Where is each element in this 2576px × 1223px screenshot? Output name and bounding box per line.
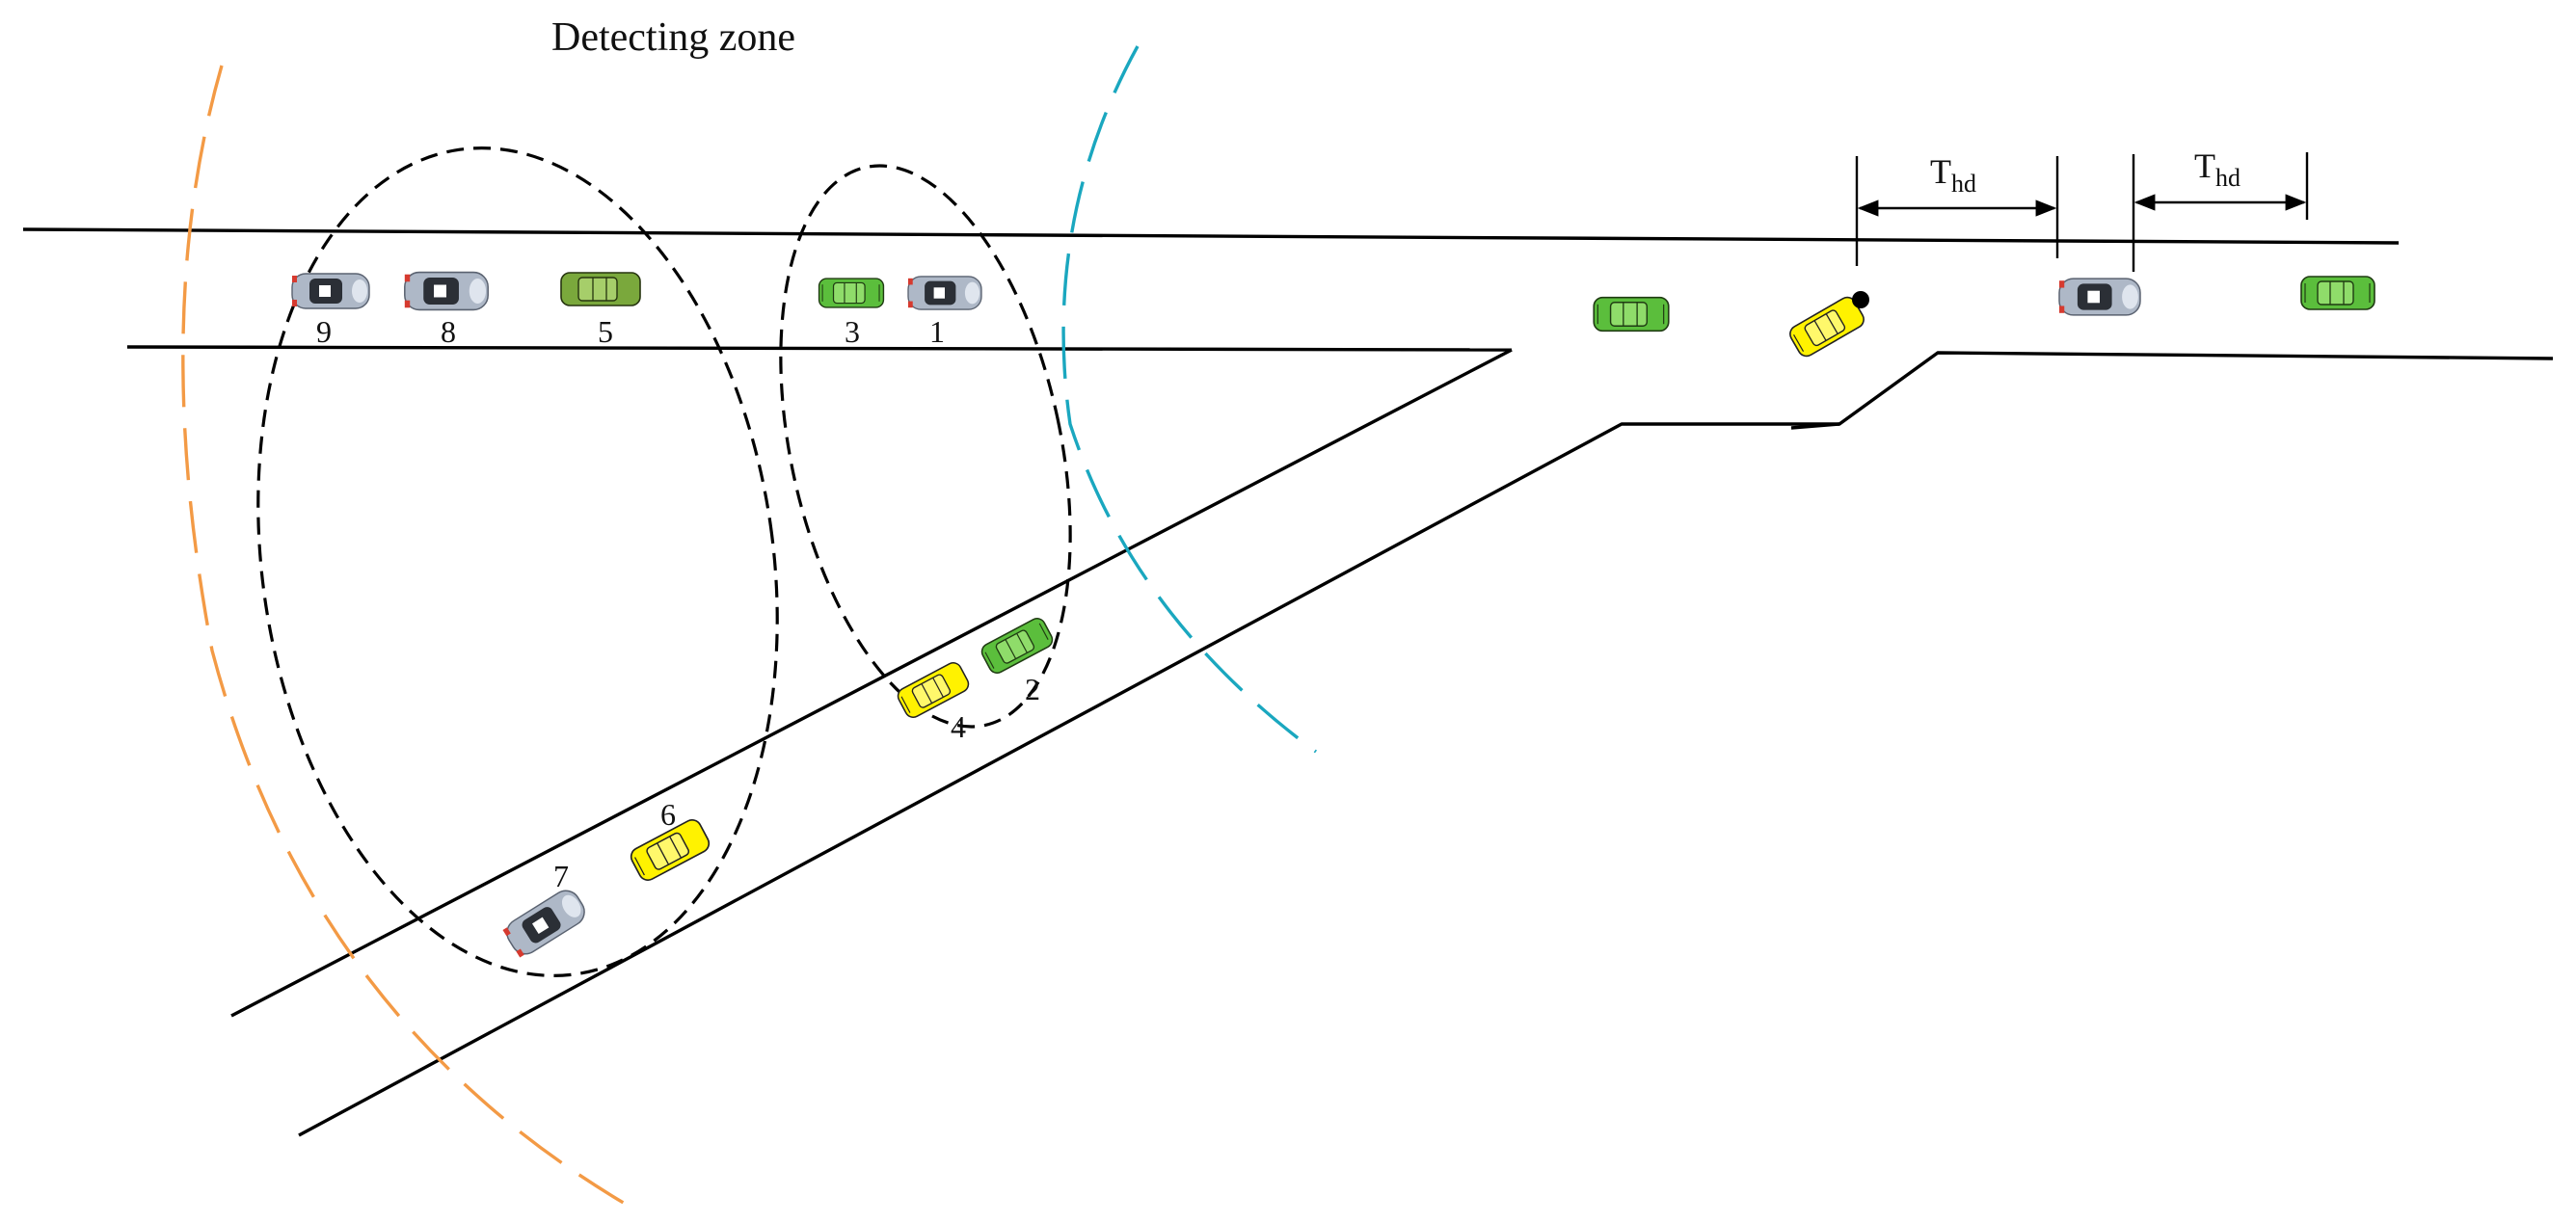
vehicle-label-6: 6 (660, 797, 676, 832)
car-icon (978, 615, 1057, 677)
vehicle-label-7: 7 (553, 859, 569, 893)
headway-dimension-2: Thd (2132, 146, 2309, 272)
detecting-zone-title: Detecting zone (551, 15, 795, 60)
car-icon (1593, 296, 1670, 332)
car-icon (291, 273, 370, 309)
headway-dimension-1: Thd (1855, 152, 2059, 266)
mainline-road (22, 227, 2554, 430)
merge-point-icon (1852, 291, 1869, 308)
car-icon (500, 884, 591, 961)
car-icon (404, 271, 489, 311)
headway-label-1: T (1930, 152, 1951, 191)
vehicle-label-1: 1 (929, 314, 945, 349)
detecting-zone-large (256, 146, 779, 977)
ramp-lower-edge (298, 422, 1839, 1137)
vehicle-label-9: 9 (316, 314, 332, 349)
detecting-zone-small (779, 164, 1072, 729)
car-icon (560, 272, 641, 306)
upstream-detector-arc (181, 65, 628, 1207)
headway-subscript-2: hd (2215, 164, 2241, 192)
ramp-upper-edge (230, 348, 1513, 1018)
vehicle-label-8: 8 (441, 314, 456, 349)
downstream-detector-arc (1061, 45, 1318, 754)
vehicle-label-4: 4 (951, 709, 966, 744)
mainline-bottom-edge-left (126, 345, 1513, 352)
car-icon (2058, 278, 2141, 316)
mainline-top-edge (22, 227, 2400, 245)
on-ramp-road (230, 348, 1839, 1137)
mainline-bottom-edge-right (1790, 351, 2554, 430)
svg-text:Thd: Thd (1930, 152, 1976, 198)
vehicle-label-3: 3 (845, 314, 860, 349)
svg-text:Thd: Thd (2194, 146, 2241, 192)
vehicle-label-5: 5 (598, 314, 613, 349)
car-icon (2300, 276, 2375, 310)
vehicle-label-2: 2 (1025, 672, 1040, 706)
headway-label-2: T (2194, 146, 2215, 185)
vehicle-labels: 1 2 3 4 5 6 7 8 9 (316, 314, 1040, 893)
car-icon (907, 276, 982, 310)
headway-subscript-1: hd (1951, 170, 1976, 198)
car-icon (818, 278, 885, 308)
